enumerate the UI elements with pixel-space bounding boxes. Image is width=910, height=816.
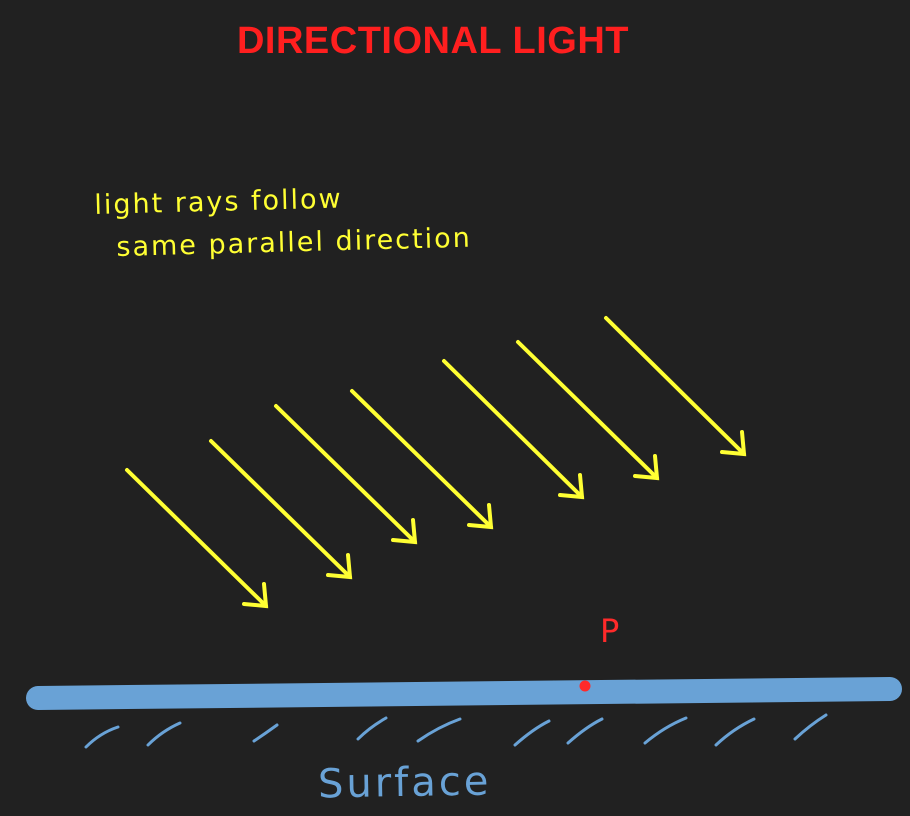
point-p-marker xyxy=(579,680,591,692)
light-ray xyxy=(274,404,418,545)
surface-label: Surface xyxy=(317,758,492,808)
point-p-label: P xyxy=(600,612,620,650)
light-ray xyxy=(516,340,660,481)
surface-line xyxy=(26,677,902,710)
diagram-title: DIRECTIONAL LIGHT xyxy=(236,20,629,62)
light-ray xyxy=(604,316,747,457)
light-ray xyxy=(209,439,353,580)
surface-hatching xyxy=(84,713,828,749)
light-ray xyxy=(442,359,585,500)
light-ray xyxy=(125,468,269,609)
light-ray xyxy=(350,389,494,530)
light-rays xyxy=(125,316,747,609)
